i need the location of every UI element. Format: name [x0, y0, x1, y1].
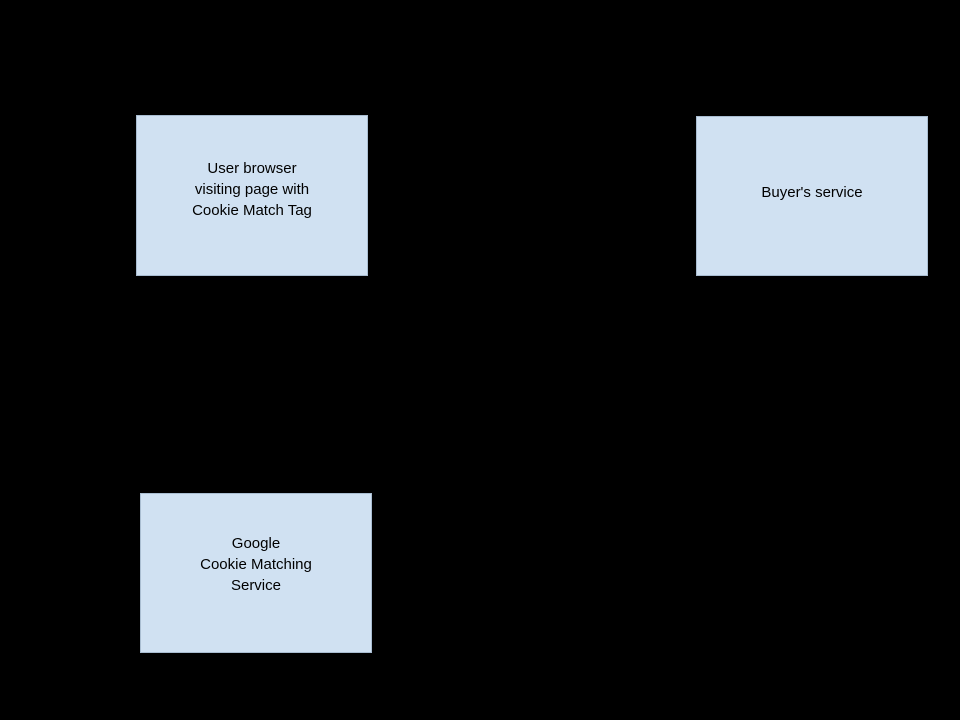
node-user-browser-label: User browser visiting page with Cookie M…	[192, 160, 312, 219]
node-buyers-service[interactable]: Buyer's service	[696, 116, 928, 276]
node-buyers-service-label: Buyer's service	[761, 183, 863, 201]
node-user-browser[interactable]: User browser visiting page with Cookie M…	[136, 115, 368, 276]
node-google-cookie-matching-service-label: Google Cookie Matching Service	[200, 535, 312, 594]
node-google-cookie-matching-service[interactable]: Google Cookie Matching Service	[140, 493, 372, 653]
